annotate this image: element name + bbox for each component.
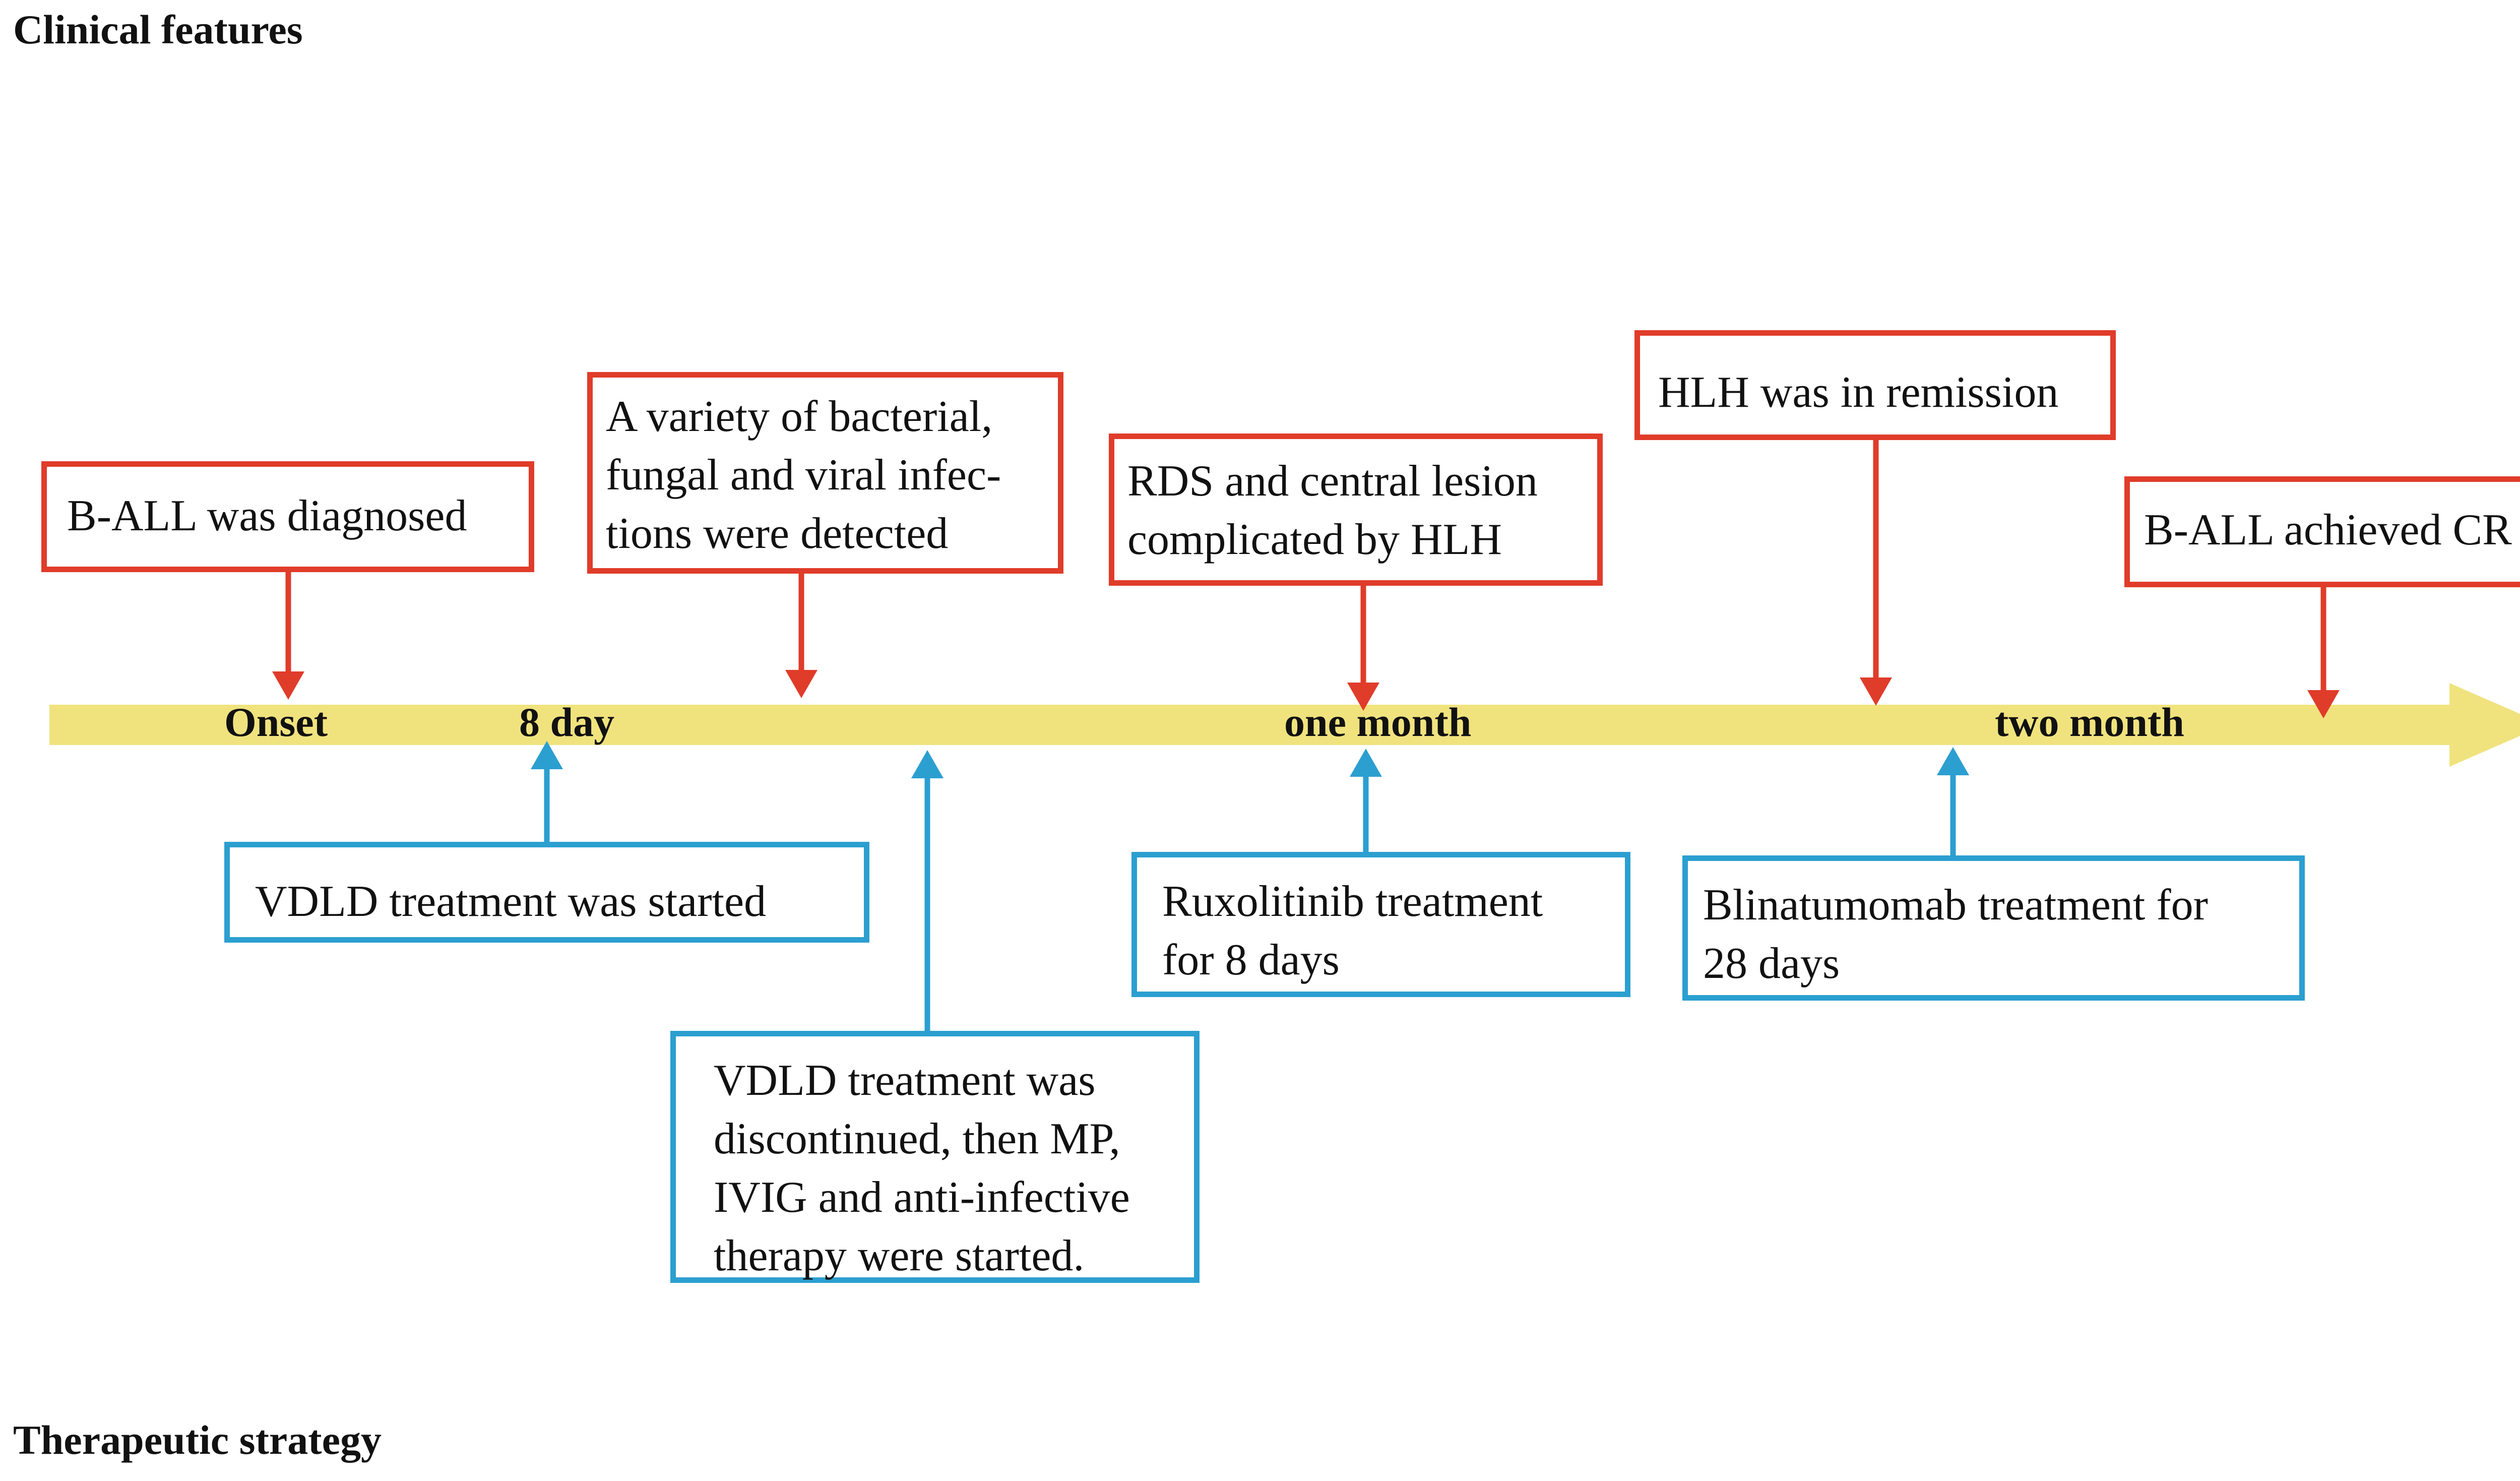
- therapeutic-event-box: VDLD treatment was discontinued, then MP,…: [670, 1031, 1200, 1283]
- therapeutic-strategy-title: Therapeutic strategy: [13, 1417, 382, 1463]
- clinical-event-text: tions were detected: [606, 509, 949, 558]
- clinical-event-text: HLH was in remission: [1658, 368, 2059, 417]
- therapeutic-event-text: therapy were started.: [714, 1231, 1085, 1280]
- clinical-event-text: RDS and central lesion: [1127, 457, 1538, 506]
- clinical-arrow: [272, 570, 304, 700]
- timeline-label-1: 8 day: [519, 699, 615, 745]
- therapeutic-arrow: [911, 750, 943, 1033]
- clinical-event-box: B-ALL achieved CR: [2124, 476, 2520, 587]
- therapeutic-event-text: discontinued, then MP,: [714, 1115, 1120, 1163]
- therapeutic-event-text: Ruxolitinib treatment: [1162, 877, 1543, 926]
- timeline-label-2: one month: [1284, 699, 1472, 745]
- connector-arrows: [272, 438, 2340, 1033]
- clinical-event-box: B-ALL was diagnosed: [41, 461, 534, 572]
- therapeutic-event-text: 28 days: [1703, 939, 1840, 988]
- therapeutic-event-text: for 8 days: [1162, 936, 1340, 984]
- clinical-arrow: [2307, 585, 2340, 718]
- therapeutic-event-box: Ruxolitinib treatment for 8 days: [1131, 852, 1630, 997]
- timeline-label-0: Onset: [224, 699, 328, 745]
- timeline-arrow: [49, 683, 2520, 767]
- clinical-arrow: [1860, 438, 1892, 706]
- clinical-event-text: A variety of bacterial,: [606, 392, 993, 441]
- clinical-event-box: A variety of bacterial, fungal and viral …: [587, 372, 1063, 574]
- clinical-event-text: B-ALL achieved CR: [2144, 506, 2512, 554]
- clinical-event-text: B-ALL was diagnosed: [67, 491, 467, 540]
- therapeutic-event-text: Blinatumomab treatment for: [1703, 881, 2208, 930]
- therapeutic-event-box: Blinatumomab treatment for 28 days: [1682, 855, 2305, 1001]
- timeline-label-3: two month: [1995, 699, 2184, 745]
- therapeutic-event-text: VDLD treatment was: [714, 1056, 1096, 1105]
- therapeutic-event-text: VDLD treatment was started: [255, 877, 767, 926]
- clinical-event-text: complicated by HLH: [1127, 515, 1502, 564]
- therapeutic-event-text: IVIG and anti-infective: [714, 1173, 1130, 1222]
- clinical-arrow: [785, 572, 817, 698]
- therapeutic-arrow: [531, 741, 563, 844]
- clinical-event-box: RDS and central lesion complicated by HLH: [1109, 434, 1603, 586]
- clinical-arrow: [1347, 584, 1379, 711]
- clinical-event-text: fungal and viral infec-: [606, 451, 1001, 500]
- clinical-features-title: Clinical features: [13, 7, 303, 52]
- therapeutic-arrow: [1350, 749, 1382, 854]
- therapeutic-arrow: [1937, 747, 1969, 857]
- clinical-event-box: HLH was in remission: [1634, 330, 2116, 440]
- therapeutic-event-box: VDLD treatment was started: [224, 842, 869, 943]
